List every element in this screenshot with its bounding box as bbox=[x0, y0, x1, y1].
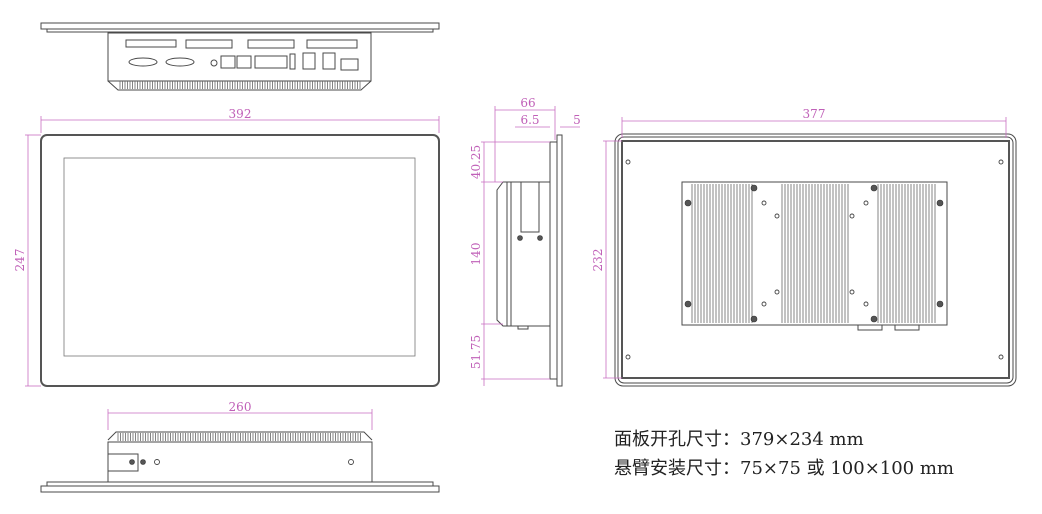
rear-width-label: 377 bbox=[803, 107, 826, 121]
bottom-heatsink-outline bbox=[107, 431, 373, 441]
display-area bbox=[63, 157, 416, 357]
side-panel-thickness-label: 5 bbox=[573, 113, 581, 127]
gpio-connector-2 bbox=[247, 39, 295, 49]
side-screw-1 bbox=[517, 235, 523, 241]
usb-port-1 bbox=[302, 52, 316, 70]
bottom-bracket bbox=[107, 453, 139, 472]
rear-panel bbox=[621, 140, 1010, 379]
terminal-block-connector bbox=[125, 39, 177, 48]
bottom-view: 260 bbox=[40, 400, 440, 493]
mount-hole bbox=[998, 159, 1004, 165]
mount-hole bbox=[625, 159, 631, 165]
dc-in-jack bbox=[210, 59, 218, 67]
side-body-height-label: 140 bbox=[469, 243, 483, 266]
lan1-port bbox=[220, 55, 236, 69]
side-top-offset-label: 40.25 bbox=[469, 145, 483, 179]
top-view-front-bezel bbox=[40, 22, 440, 30]
front-bezel bbox=[40, 134, 440, 387]
rear-height-label: 232 bbox=[591, 249, 605, 272]
side-view: 66 6.5 5 40.25 140 51.75 bbox=[469, 96, 581, 387]
com2-port bbox=[165, 57, 195, 67]
rear-view: 377 232 bbox=[591, 107, 1017, 387]
side-depth-label: 66 bbox=[520, 96, 535, 110]
com1-port bbox=[128, 57, 158, 67]
front-width-label: 392 bbox=[229, 107, 252, 121]
side-bezel-back bbox=[549, 141, 558, 380]
front-view: 392 247 bbox=[13, 107, 440, 387]
bottom-view-heatsink-fins bbox=[117, 433, 361, 441]
side-connector bbox=[517, 325, 529, 330]
side-bottom-offset-label: 51.75 bbox=[469, 335, 483, 369]
top-view-heatsink-fins bbox=[119, 81, 361, 89]
top-view-bezel-lip bbox=[46, 28, 434, 33]
front-height-label: 247 bbox=[13, 249, 27, 272]
sim-slot bbox=[254, 55, 288, 69]
panel-cutout-note: 面板开孔尺寸：379×234 mm bbox=[614, 429, 864, 450]
side-bracket bbox=[520, 181, 540, 233]
rear-heatsink-fins bbox=[691, 184, 936, 323]
hdmi-port bbox=[289, 53, 296, 70]
usb-port-2 bbox=[322, 52, 336, 70]
side-body bbox=[496, 181, 551, 327]
top-view bbox=[40, 22, 440, 91]
rear-heatsink bbox=[681, 181, 948, 326]
side-panel bbox=[556, 134, 563, 387]
gpio-connector-3 bbox=[306, 39, 358, 49]
bottom-width-label: 260 bbox=[229, 400, 252, 414]
bottom-front-bezel bbox=[40, 485, 440, 493]
top-view-heatsink-outline bbox=[107, 80, 372, 91]
top-view-body bbox=[107, 32, 372, 82]
mount-hole bbox=[625, 354, 631, 360]
vesa-mount-note: 悬臂安装尺寸：75×75 或 100×100 mm bbox=[614, 458, 954, 479]
side-screw-2 bbox=[537, 235, 543, 241]
rear-outer-frame bbox=[614, 133, 1017, 387]
lan2-port bbox=[236, 55, 252, 69]
power-terminal bbox=[340, 58, 359, 71]
installation-notes: 面板开孔尺寸：379×234 mm 悬臂安装尺寸：75×75 或 100×100… bbox=[614, 425, 954, 483]
gpio-connector-1 bbox=[185, 39, 233, 49]
side-offset-label: 6.5 bbox=[520, 113, 539, 127]
bottom-body bbox=[107, 441, 373, 483]
mount-hole bbox=[998, 354, 1004, 360]
